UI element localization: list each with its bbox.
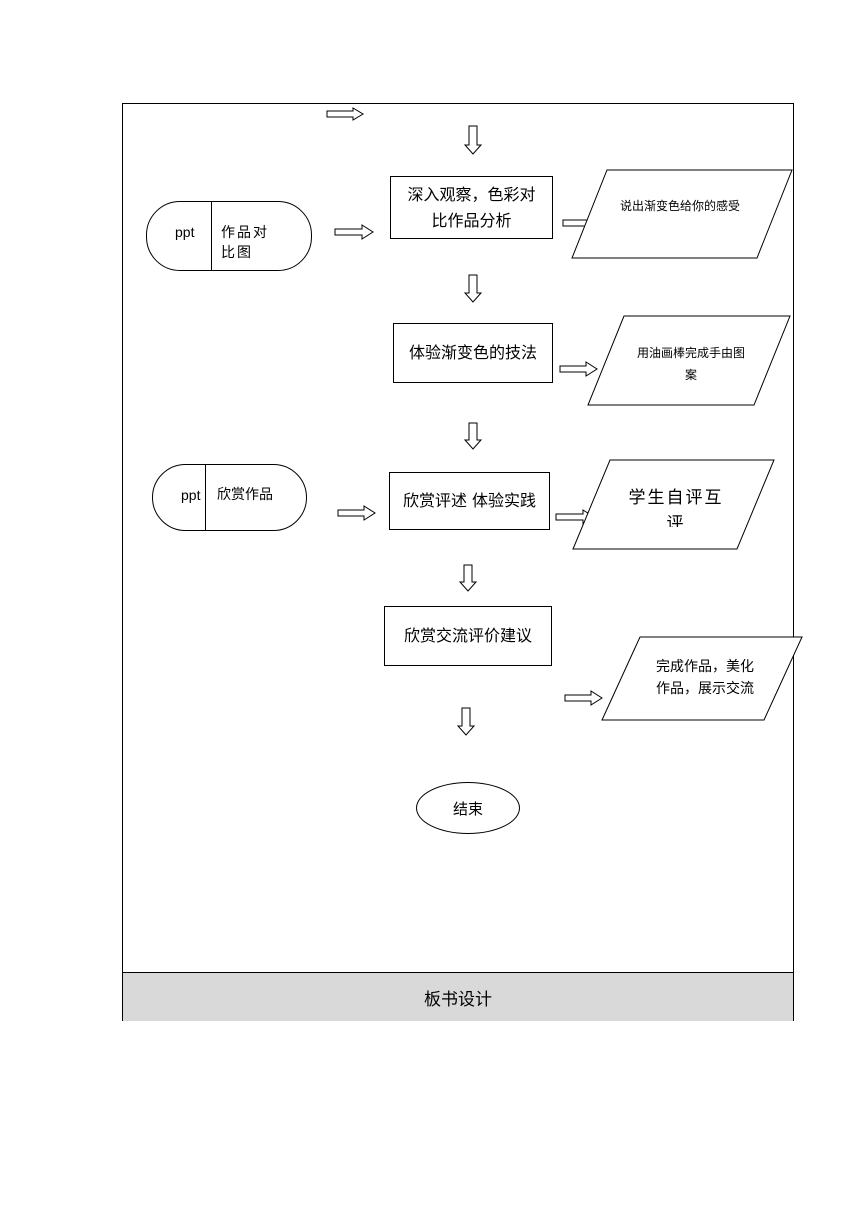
down-arrow <box>463 422 483 450</box>
right-arrow <box>337 505 376 521</box>
capsule-divider <box>211 202 212 270</box>
end-terminator: 结束 <box>416 782 520 834</box>
resource-label: 欣赏作品 <box>217 487 273 503</box>
down-arrow <box>458 564 478 592</box>
activity-shape-4 <box>601 636 803 721</box>
activity-text-2: 用油画棒完成手由图案 <box>637 346 745 382</box>
down-arrow <box>463 274 483 303</box>
down-arrow <box>463 125 483 155</box>
activity-shape-2 <box>587 315 791 406</box>
right-arrow <box>334 224 374 240</box>
activity-shape-3 <box>572 459 775 550</box>
ppt-tag: ppt <box>181 487 201 503</box>
process-step-1: 深入观察，色彩对比作品分析 <box>390 176 553 239</box>
flowchart-frame <box>122 103 794 1021</box>
activity-text-4: 完成作品，美化作品，展示交流 <box>656 659 754 697</box>
resource-capsule-2: ppt 欣赏作品 <box>152 464 307 531</box>
activity-text-3: 学生自评互评 <box>628 488 724 527</box>
right-arrow <box>559 361 598 377</box>
process-step-2: 体验渐变色的技法 <box>393 323 553 383</box>
down-arrow <box>456 707 476 736</box>
activity-text-1: 说出渐变色给你的感受 <box>620 199 740 213</box>
board-design-header: 板书设计 <box>122 972 794 1021</box>
process-step-3: 欣赏评述 体验实践 <box>389 472 550 530</box>
process-step-4: 欣赏交流评价建议 <box>384 606 552 666</box>
capsule-divider <box>205 465 206 530</box>
resource-label: 作品对比图 <box>221 225 269 261</box>
resource-capsule-1: ppt 作品对比图 <box>146 201 312 271</box>
right-arrow <box>326 107 364 121</box>
right-arrow <box>564 690 603 706</box>
activity-shape-1 <box>571 169 793 259</box>
ppt-tag: ppt <box>175 224 195 240</box>
